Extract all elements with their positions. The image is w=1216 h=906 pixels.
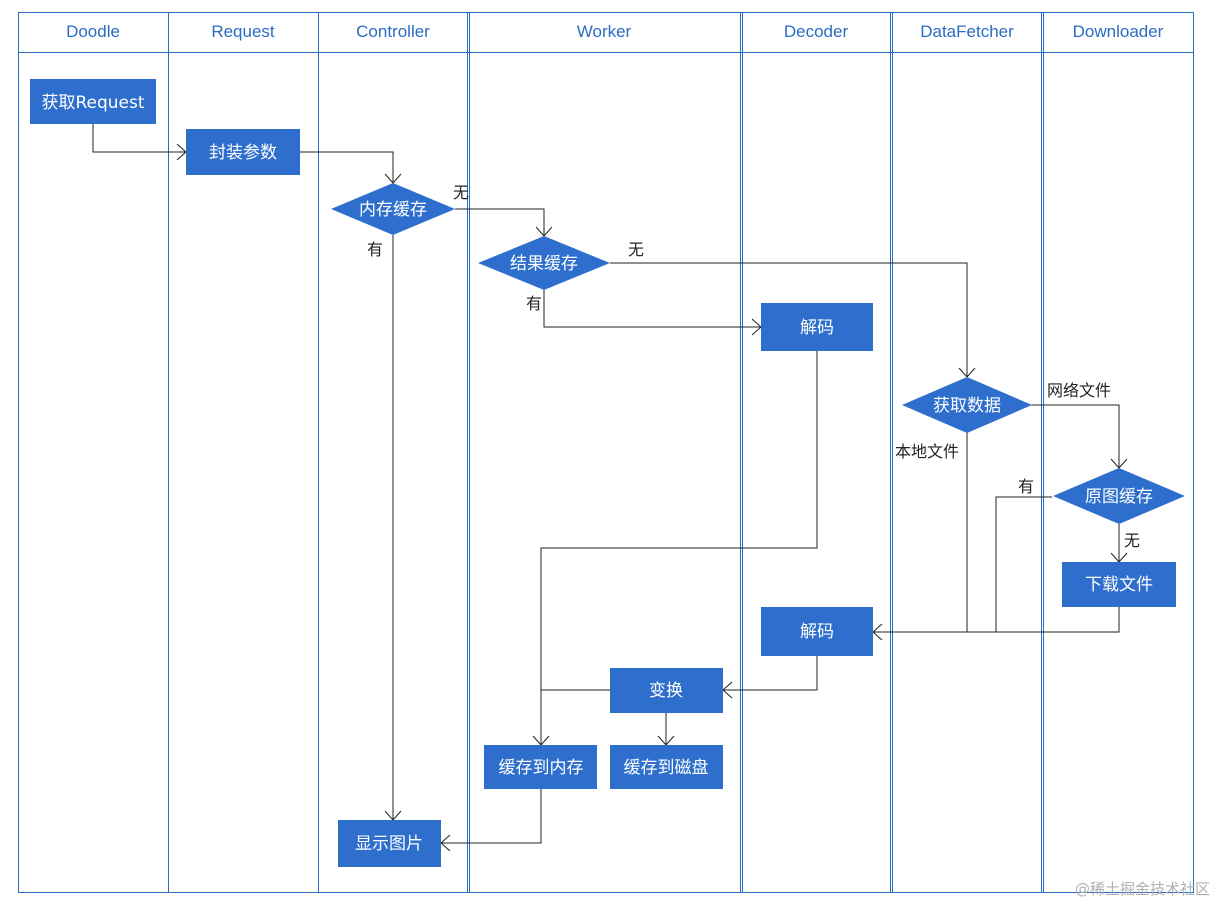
decision-memory-cache: 内存缓存 [331, 183, 455, 235]
node-get-request-label: 获取Request [41, 93, 144, 113]
node-decode-bottom: 解码 [761, 607, 873, 656]
node-get-request: 获取Request [30, 79, 156, 124]
node-decode-bottom-label: 解码 [800, 622, 834, 642]
edge-label-result-cache-miss: 无 [628, 240, 644, 259]
lane-title-downloader: Downloader [1073, 22, 1164, 41]
decision-fetch-data: 获取数据 [902, 377, 1032, 433]
edge-result-cache-miss [610, 262, 968, 377]
node-cache-to-memory-label: 缓存到内存 [499, 758, 584, 778]
decision-source-cache: 原图缓存 [1053, 468, 1185, 524]
edge-source-cache-hit [995, 496, 1052, 632]
edge-download-to-decode [873, 607, 1120, 633]
edge-label-result-cache-hit: 有 [526, 294, 542, 313]
arrowheads [176, 143, 1128, 852]
node-decode-top: 解码 [761, 303, 873, 351]
decision-result-cache: 结果缓存 [478, 236, 610, 290]
decision-memory-cache-label: 内存缓存 [359, 200, 427, 220]
decision-source-cache-label: 原图缓存 [1085, 487, 1153, 507]
lane-title-decoder: Decoder [784, 22, 849, 41]
node-show-image: 显示图片 [338, 820, 441, 867]
edge-decode-to-transform [723, 656, 818, 691]
node-wrap-params: 封装参数 [186, 129, 300, 175]
edge-fetch-network-file [1030, 404, 1120, 468]
node-cache-to-memory: 缓存到内存 [484, 745, 597, 789]
decision-fetch-data-label: 获取数据 [933, 396, 1001, 416]
lane-title-controller: Controller [356, 22, 430, 41]
edge-label-memory-cache-hit: 有 [367, 240, 383, 259]
lane-title-datafetcher: DataFetcher [920, 22, 1014, 41]
lane-title-doodle: Doodle [66, 22, 120, 41]
edge-label-source-cache-miss: 无 [1124, 531, 1140, 550]
edge-label-source-cache-hit: 有 [1018, 477, 1034, 496]
decision-result-cache-label: 结果缓存 [510, 254, 578, 274]
node-cache-to-disk: 缓存到磁盘 [610, 745, 723, 789]
node-wrap-params-label: 封装参数 [209, 143, 277, 163]
lane-title-worker: Worker [577, 22, 632, 41]
node-download-file-label: 下载文件 [1085, 575, 1153, 595]
edge-result-cache-hit [543, 290, 761, 328]
edge-get-request-to-wrap [92, 124, 186, 153]
watermark: @稀土掘金技术社区 [1075, 880, 1210, 898]
edge-label-memory-cache-miss: 无 [453, 183, 469, 202]
edge-label-local-file: 本地文件 [895, 442, 959, 461]
edges [92, 124, 1120, 844]
node-show-image-label: 显示图片 [355, 834, 423, 854]
node-cache-to-disk-label: 缓存到磁盘 [624, 758, 709, 778]
lane-title-request: Request [211, 22, 275, 41]
edge-label-network-file: 网络文件 [1047, 381, 1111, 400]
node-decode-top-label: 解码 [800, 318, 834, 338]
edge-cache-memory-to-show [441, 789, 542, 844]
node-transform-label: 变换 [649, 681, 683, 701]
swimlane-frame [18, 12, 1194, 893]
edge-decode-top-to-cache-memory [540, 351, 818, 745]
node-download-file: 下载文件 [1062, 562, 1176, 607]
edge-memory-cache-miss [455, 208, 545, 236]
edge-wrap-to-memory-cache [300, 151, 394, 183]
node-transform: 变换 [610, 668, 723, 713]
